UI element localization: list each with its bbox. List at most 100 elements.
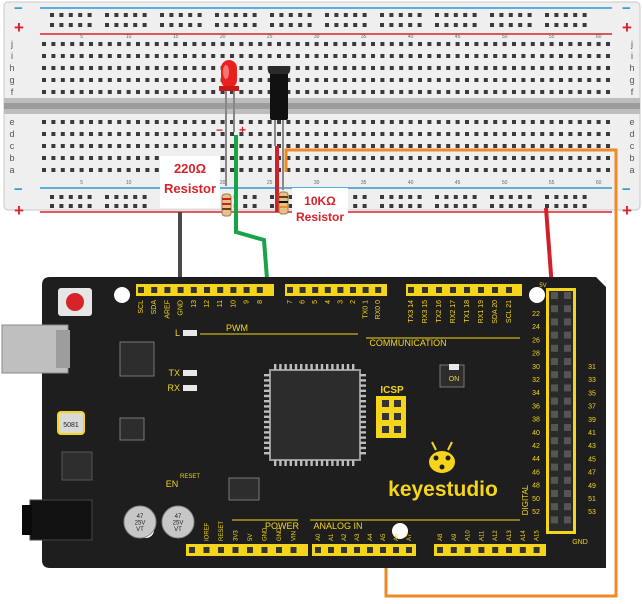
column-number-bottom: 40 — [408, 180, 414, 186]
row-letter-left: g — [9, 75, 14, 85]
breadboard-hole — [474, 144, 479, 148]
header-right-number: 43 — [588, 443, 596, 450]
breadboard-hole — [512, 156, 516, 160]
breadboard-hole — [164, 66, 169, 70]
breadboard-hole — [352, 42, 357, 46]
breadboard-hole — [493, 168, 498, 172]
column-number-top: 10 — [126, 34, 132, 40]
breadboard-hole — [230, 120, 234, 124]
led-minus-label: − — [216, 123, 223, 137]
rail-hole — [518, 195, 523, 199]
en-label: EN — [166, 479, 179, 489]
breadboard-hole — [70, 78, 75, 82]
right-header-hole — [564, 424, 571, 431]
breadboard-hole — [277, 120, 281, 124]
breadboard-hole — [70, 144, 75, 148]
breadboard-hole — [446, 42, 451, 46]
breadboard-hole — [455, 168, 460, 172]
breadboard-hole — [530, 54, 535, 58]
rail-hole — [288, 13, 293, 17]
breadboard-hole — [145, 168, 150, 172]
rail-hole — [87, 204, 92, 208]
breadboard-hole — [427, 54, 432, 58]
rail-hole — [408, 204, 413, 208]
breadboard-hole — [314, 66, 319, 70]
breadboard-hole — [60, 54, 65, 58]
breadboard-hole — [399, 120, 404, 124]
digital-pin-label: TX1 18 — [464, 300, 471, 323]
resistor-220-band — [222, 198, 231, 200]
breadboard-hole — [521, 90, 526, 94]
breadboard-hole — [587, 132, 592, 136]
analog-pin-label: A2 — [342, 533, 348, 541]
breadboard-hole — [314, 90, 319, 94]
breadboard-hole — [267, 132, 272, 136]
rail-hole — [142, 23, 147, 27]
breadboard-hole — [521, 120, 526, 124]
breadboard-hole — [98, 156, 103, 160]
breadboard-hole — [107, 66, 112, 70]
breadboard-hole — [286, 120, 291, 124]
breadboard-hole — [267, 144, 272, 148]
breadboard-hole — [483, 144, 488, 148]
analog-pin-label: A11 — [479, 530, 485, 541]
breadboard-hole — [42, 78, 46, 82]
breadboard-hole — [352, 78, 357, 82]
breadboard-hole — [521, 78, 526, 82]
rail-hole — [197, 13, 202, 17]
breadboard-hole — [549, 168, 554, 172]
mcu-pin — [305, 364, 308, 370]
top-right-plus-sign: + — [622, 18, 632, 37]
rail-hole — [68, 13, 73, 17]
header-right-number: 45 — [588, 456, 596, 463]
breadboard-hole — [455, 78, 460, 82]
breadboard-hole — [568, 120, 573, 124]
breadboard-hole — [98, 120, 103, 124]
breadboard-hole — [286, 168, 291, 172]
breadboard-hole — [606, 168, 610, 172]
breadboard-hole — [267, 42, 272, 46]
reset-button[interactable] — [66, 293, 84, 311]
breadboard-hole — [577, 144, 582, 148]
top-header-hole — [312, 287, 319, 293]
right-header-hole — [551, 384, 558, 392]
power-pin-label: RESET — [219, 521, 225, 541]
breadboard-hole — [70, 120, 75, 124]
rail-hole — [563, 204, 568, 208]
breadboard-hole — [60, 156, 65, 160]
breadboard-hole — [154, 132, 159, 136]
rail-hole — [444, 195, 449, 199]
analog-pin-label: A9 — [452, 533, 458, 541]
column-number-bottom: 35 — [361, 180, 367, 186]
header-right-number: 47 — [588, 470, 596, 477]
rail-hole — [215, 23, 219, 27]
breadboard-hole — [465, 66, 469, 70]
breadboard-hole — [530, 168, 535, 172]
rail-hole — [50, 195, 54, 199]
top-header-hole — [324, 287, 331, 293]
digital-pin-label: 5 — [312, 300, 319, 304]
breadboard-hole — [42, 132, 46, 136]
row-letter-left: f — [11, 87, 14, 97]
led-plus-label: + — [239, 123, 246, 137]
breadboard-hole — [465, 156, 469, 160]
breadboard-hole — [399, 132, 404, 136]
resistor-220-band — [222, 208, 231, 210]
rail-hole — [160, 23, 164, 27]
breadboard-hole — [136, 132, 140, 136]
right-header-hole — [551, 463, 558, 471]
breadboard-hole — [436, 144, 441, 148]
breadboard-hole — [89, 42, 93, 46]
rail-hole — [123, 13, 128, 17]
breadboard-hole — [164, 144, 169, 148]
right-header-hole — [564, 437, 571, 445]
rail-hole — [554, 195, 559, 199]
digital-label: DIGITAL — [521, 484, 530, 515]
breadboard-hole — [559, 90, 563, 94]
breadboard-hole — [258, 120, 263, 124]
mcu-pin — [284, 460, 287, 466]
breadboard-hole — [408, 66, 413, 70]
breadboard-hole — [577, 42, 582, 46]
breadboard-hole — [596, 120, 601, 124]
